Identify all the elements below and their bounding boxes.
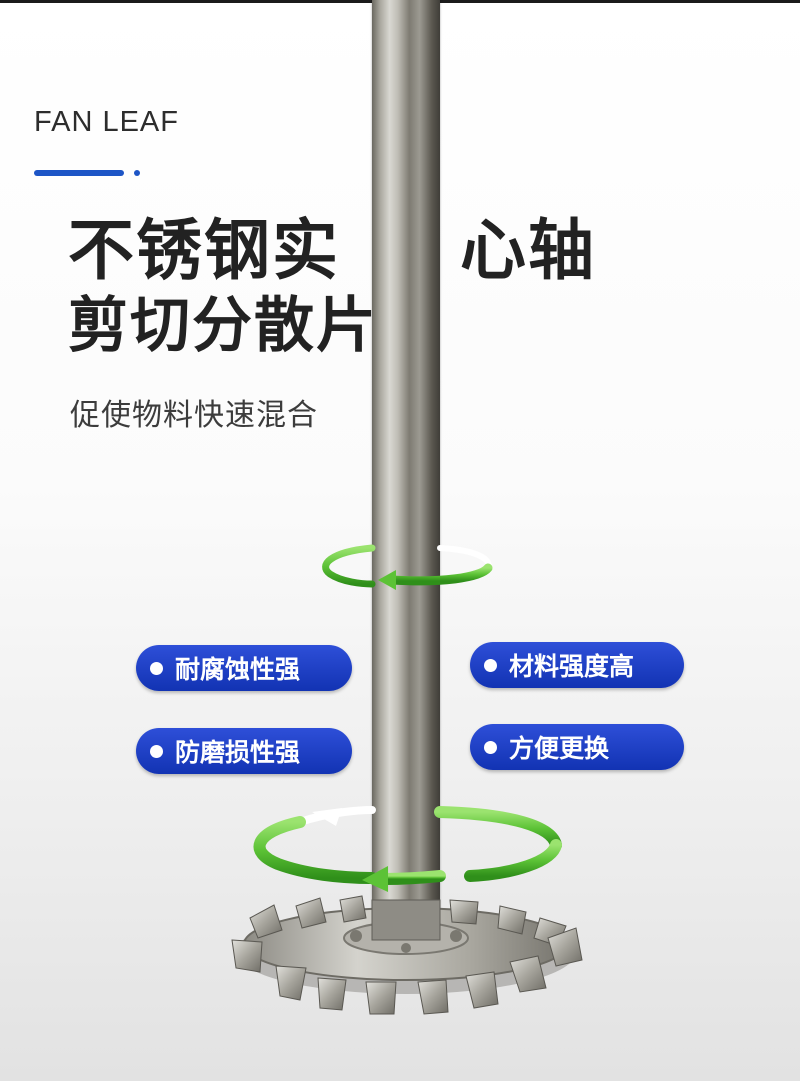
page-title-line1-left: 不锈钢实: [68, 212, 340, 289]
bullet-dot: [150, 744, 163, 758]
page-title-line2: 剪切分散片: [68, 291, 378, 361]
rotation-arrow-icon-top: [322, 544, 493, 590]
feature-label: 耐腐蚀性强: [175, 655, 301, 684]
shaft-collar: [371, 899, 441, 941]
bullet-dot: [150, 661, 163, 675]
feature-badge-strength: 材料强度高: [470, 642, 684, 688]
feature-label: 防磨损性强: [175, 738, 301, 767]
page-subtitle: 促使物料快速混合: [70, 398, 318, 433]
bullet-dot: [484, 658, 497, 672]
page-title-line1-right: 心轴: [460, 212, 596, 289]
dispersion-disc: [231, 895, 583, 1015]
feature-badge-replacement: 方便更换: [470, 724, 684, 770]
rotation-arrow-icon-bottom: [253, 806, 562, 892]
accent-dot: [134, 170, 140, 176]
feature-label: 材料强度高: [509, 652, 635, 681]
accent-bar: [34, 170, 124, 176]
stainless-steel-shaft: [372, 0, 440, 960]
bullet-dot: [484, 740, 497, 754]
feature-label: 方便更换: [509, 734, 610, 763]
feature-badge-corrosion: 耐腐蚀性强: [136, 645, 352, 691]
feature-badge-wear: 防磨损性强: [136, 728, 352, 774]
eyebrow-label: FAN LEAF: [34, 106, 179, 138]
